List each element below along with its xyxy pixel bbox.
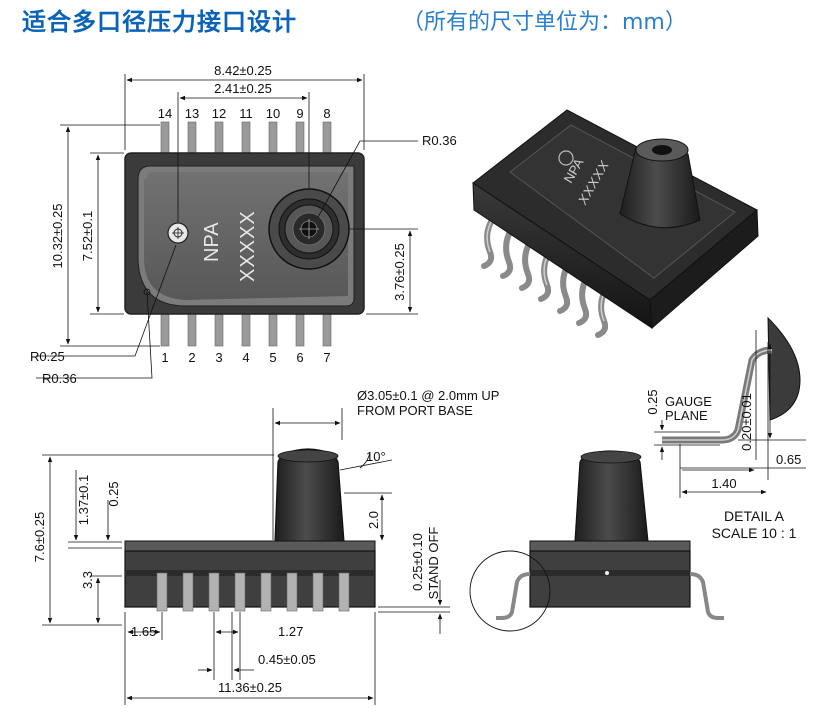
detail-label-1: DETAIL A xyxy=(724,508,785,524)
page-title: 适合多口径压力接口设计 xyxy=(22,8,297,36)
detail-label-2: SCALE 10 : 1 xyxy=(712,525,797,541)
pin-label-13: 13 xyxy=(185,106,199,121)
pin-label-7: 7 xyxy=(323,350,330,365)
dim-standoff: 0.25±0.10 xyxy=(410,533,425,591)
gauge-label-1: GAUGE xyxy=(665,394,712,409)
dim-pin-offset: 1.65 xyxy=(131,624,156,639)
detail-a: 0.25 GAUGE PLANE 0.20±0.01 0.65 1.40 DET… xyxy=(645,316,806,541)
dim-step: 0.25 xyxy=(106,481,121,506)
radius-pin1: R0.36 xyxy=(42,371,77,386)
radius-corner: R0.25 xyxy=(30,349,65,364)
dim-total-width: 11.36±0.25 xyxy=(218,680,282,695)
pin-label-3: 3 xyxy=(215,350,222,365)
dim-body: 3.3 xyxy=(80,571,95,589)
gauge-label-2: PLANE xyxy=(665,408,708,423)
dim-pin-width: 0.45±0.05 xyxy=(258,652,316,667)
dim-angle: 10° xyxy=(366,449,386,464)
detail-a-callout xyxy=(469,550,551,632)
pin-label-5: 5 xyxy=(269,350,276,365)
title-bar: 适合多口径压力接口设计 （所有的尺寸单位为：mm） xyxy=(0,0,814,40)
pin-label-14: 14 xyxy=(158,106,172,121)
dim-total-height: 7.6±0.25 xyxy=(32,512,47,563)
detail-dim-reach: 1.40 xyxy=(711,476,736,491)
dim-top-step: 1.37±0.1 xyxy=(76,475,91,526)
detail-dim-foot: 0.65 xyxy=(776,452,801,467)
port-note-line2: FROM PORT BASE xyxy=(357,403,473,418)
units-note: （所有的尺寸单位为：mm） xyxy=(402,10,687,35)
end-view-body xyxy=(529,550,691,608)
dim-height-body: 7.52±0.1 xyxy=(80,211,95,262)
pin-label-12: 12 xyxy=(212,106,226,121)
dim-offset: 2.41±0.25 xyxy=(214,81,272,96)
standoff-label: STAND OFF xyxy=(426,527,441,600)
pin-label-11: 11 xyxy=(239,106,253,121)
dim-pitch: 1.27 xyxy=(278,624,303,639)
pin-label-8: 8 xyxy=(323,106,330,121)
iso-view: NPA XXXXX xyxy=(472,109,759,338)
side-view: Ø3.05±0.1 @ 2.0mm UP FROM PORT BASE 10° … xyxy=(32,388,499,705)
pin-label-1: 1 xyxy=(161,350,168,365)
radius-port: R0.36 xyxy=(422,133,457,148)
pin-label-6: 6 xyxy=(296,350,303,365)
end-view xyxy=(469,450,724,632)
dim-width-total: 8.42±0.25 xyxy=(214,63,272,78)
dim-port-height: 2.0 xyxy=(366,511,381,529)
detail-dim-gauge: 0.25 xyxy=(645,389,660,414)
pin-label-2: 2 xyxy=(188,350,195,365)
port-note-line1: Ø3.05±0.1 @ 2.0mm UP xyxy=(357,388,499,403)
dim-height-total: 10.32±0.25 xyxy=(50,204,65,269)
detail-dim-thickness: 0.20±0.01 xyxy=(739,393,754,451)
top-marking-brand: NPA xyxy=(201,222,223,262)
dim-port-center: 3.76±0.25 xyxy=(392,243,407,301)
pin-label-9: 9 xyxy=(296,106,303,121)
pin-label-10: 10 xyxy=(266,106,280,121)
pin-label-4: 4 xyxy=(242,350,249,365)
top-view: NPA XXXXX 14 13 12 11 10 9 8 1 2 3 4 5 6… xyxy=(30,63,457,386)
top-marking-code: XXXXX xyxy=(237,210,259,282)
